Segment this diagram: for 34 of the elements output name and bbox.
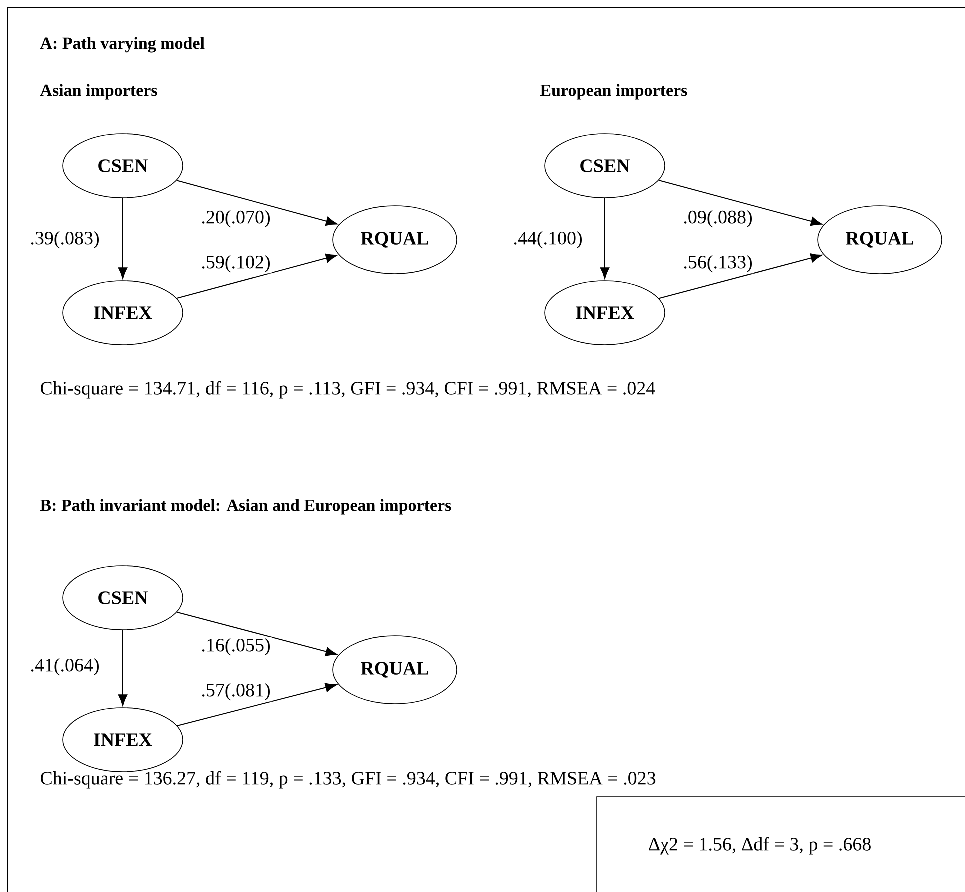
ellipse-node: RQUAL: [332, 636, 458, 704]
arrow: [176, 683, 338, 726]
path-coefficient: .56(.133): [682, 254, 754, 274]
ellipse-node: RQUAL: [332, 206, 458, 274]
arrow: [600, 198, 610, 280]
arrow: [658, 180, 822, 226]
ellipse-node: INFEX: [62, 708, 184, 772]
arrow: [176, 612, 338, 656]
arrow: [176, 180, 338, 226]
path-coefficient: .39(.083): [29, 230, 101, 250]
fit-statistics: Chi-square = 134.71, df = 116, p = .113, GFI = .934, CFI = .991, RMSEA = .024: [41, 381, 656, 399]
ellipse-node: INFEX: [62, 280, 184, 346]
fit-statistics: Chi-square = 136.27, df = 119, p = .133, GFI = .934, CFI = .991, RMSEA = .023: [41, 771, 656, 789]
path-coefficient: .09(.088): [682, 209, 754, 229]
section-heading: European importers: [540, 84, 688, 100]
path-coefficient: .41(.064): [29, 657, 101, 677]
path-coefficient: .44(.100): [512, 230, 584, 250]
arrow: [658, 254, 822, 300]
path-coefficient: .16(.055): [200, 637, 272, 657]
path-coefficient: .59(.102): [200, 254, 272, 274]
ellipse-node: RQUAL: [818, 206, 942, 274]
section-heading: A: Path varying model: [40, 37, 205, 53]
path-coefficient: .20(.070): [200, 209, 272, 229]
arrow: [118, 198, 128, 280]
section-heading: Asian importers: [40, 84, 158, 100]
ellipse-node: CSEN: [62, 134, 184, 198]
result-box: Δχ2 = 1.56, Δdf = 3, p = .668: [596, 796, 965, 892]
arrow: [118, 630, 128, 706]
path-coefficient: .57(.081): [200, 682, 272, 702]
ellipse-node: CSEN: [544, 134, 666, 198]
ellipse-node: INFEX: [544, 280, 666, 346]
section-heading: B: Path invariant model: Asian and European importers: [40, 499, 452, 515]
arrow: [176, 254, 338, 299]
ellipse-node: CSEN: [62, 566, 184, 630]
